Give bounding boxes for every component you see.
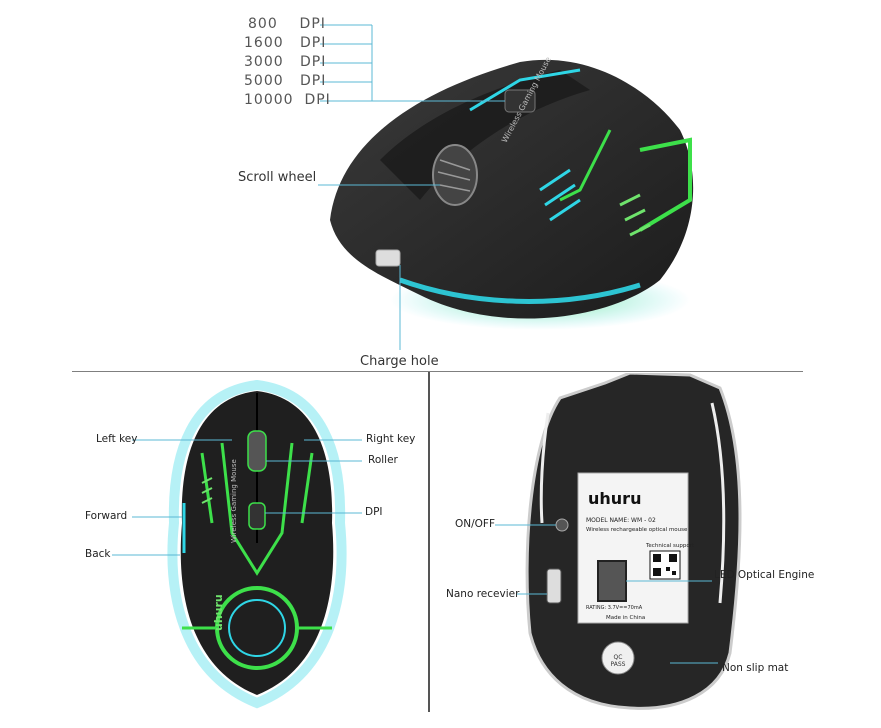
dpi-level-unit: DPI	[299, 16, 326, 32]
sticker-product-desc: Wireless rechargeable optical mouse	[586, 527, 688, 533]
sticker-tech-support: Technical support	[646, 543, 695, 549]
dpi-level-800: 800 DPI	[248, 16, 326, 32]
left-dpi-button	[248, 502, 266, 530]
left-brand-text: uhuru	[212, 594, 225, 631]
dpi-level-value: 1600	[244, 35, 284, 51]
right-mouse-illustration	[495, 373, 742, 710]
dpi-level-value: 3000	[244, 54, 284, 70]
dpi-label: DPI	[365, 506, 383, 518]
dpi-level-5000: 5000 DPI	[244, 73, 326, 89]
dpi-level-unit: DPI	[300, 35, 327, 51]
left-mouse-text: Wireless Gaming Mouse	[230, 459, 238, 543]
qc-pass-text: QC PASS	[610, 654, 626, 668]
non-slip-mat-label: Non slip mat	[722, 662, 789, 674]
dpi-level-1600: 1600 DPI	[244, 35, 326, 51]
nano-receiver-label: Nano recevier	[446, 588, 520, 600]
left-mouse-illustration	[112, 379, 362, 709]
charge-hole-label: Charge hole	[360, 354, 439, 369]
right-panel: ON/OFF Nano recevier LED Optical Engine …	[430, 373, 880, 713]
sticker-made-in: Made in China	[606, 615, 646, 621]
top-mouse-illustration	[72, 24, 803, 372]
dpi-level-value: 800	[248, 16, 278, 32]
qc-pass-sticker	[601, 641, 635, 675]
roller-label: Roller	[368, 454, 398, 466]
panel-divider	[428, 372, 430, 712]
top-charge-hole	[375, 249, 401, 267]
top-panel: 800 DPI 1600 DPI 3000 DPI 5000 DPI 10000…	[72, 16, 803, 372]
right-key-label: Right key	[366, 433, 416, 445]
on-off-switch	[555, 518, 569, 532]
led-optical-engine	[597, 560, 627, 602]
led-optical-engine-label: LED Optical Engine	[714, 569, 815, 581]
on-off-label: ON/OFF	[455, 518, 496, 530]
dpi-level-10000: 10000 DPI	[244, 92, 331, 108]
dpi-level-unit: DPI	[304, 92, 331, 108]
sticker-brand-logo: uhuru	[588, 489, 642, 508]
dpi-level-3000: 3000 DPI	[244, 54, 326, 70]
left-panel: Left key Right key Roller Forward DPI Ba…	[72, 373, 428, 713]
dpi-level-unit: DPI	[300, 73, 327, 89]
dpi-level-value: 10000	[244, 92, 294, 108]
sticker-model-name: MODEL NAME: WM - 02	[586, 517, 656, 524]
left-key-label: Left key	[96, 433, 138, 445]
left-roller	[247, 430, 267, 472]
right-label-sticker	[577, 472, 689, 624]
sticker-rating: RATING: 3.7V==70mA	[586, 605, 643, 611]
top-scroll-wheel	[432, 144, 478, 206]
dpi-level-value: 5000	[244, 73, 284, 89]
dpi-level-unit: DPI	[300, 54, 327, 70]
forward-label: Forward	[85, 510, 128, 522]
top-mouse-body	[330, 59, 694, 319]
scroll-wheel-label: Scroll wheel	[238, 170, 317, 185]
back-label: Back	[85, 548, 111, 560]
nano-receiver	[546, 568, 562, 604]
